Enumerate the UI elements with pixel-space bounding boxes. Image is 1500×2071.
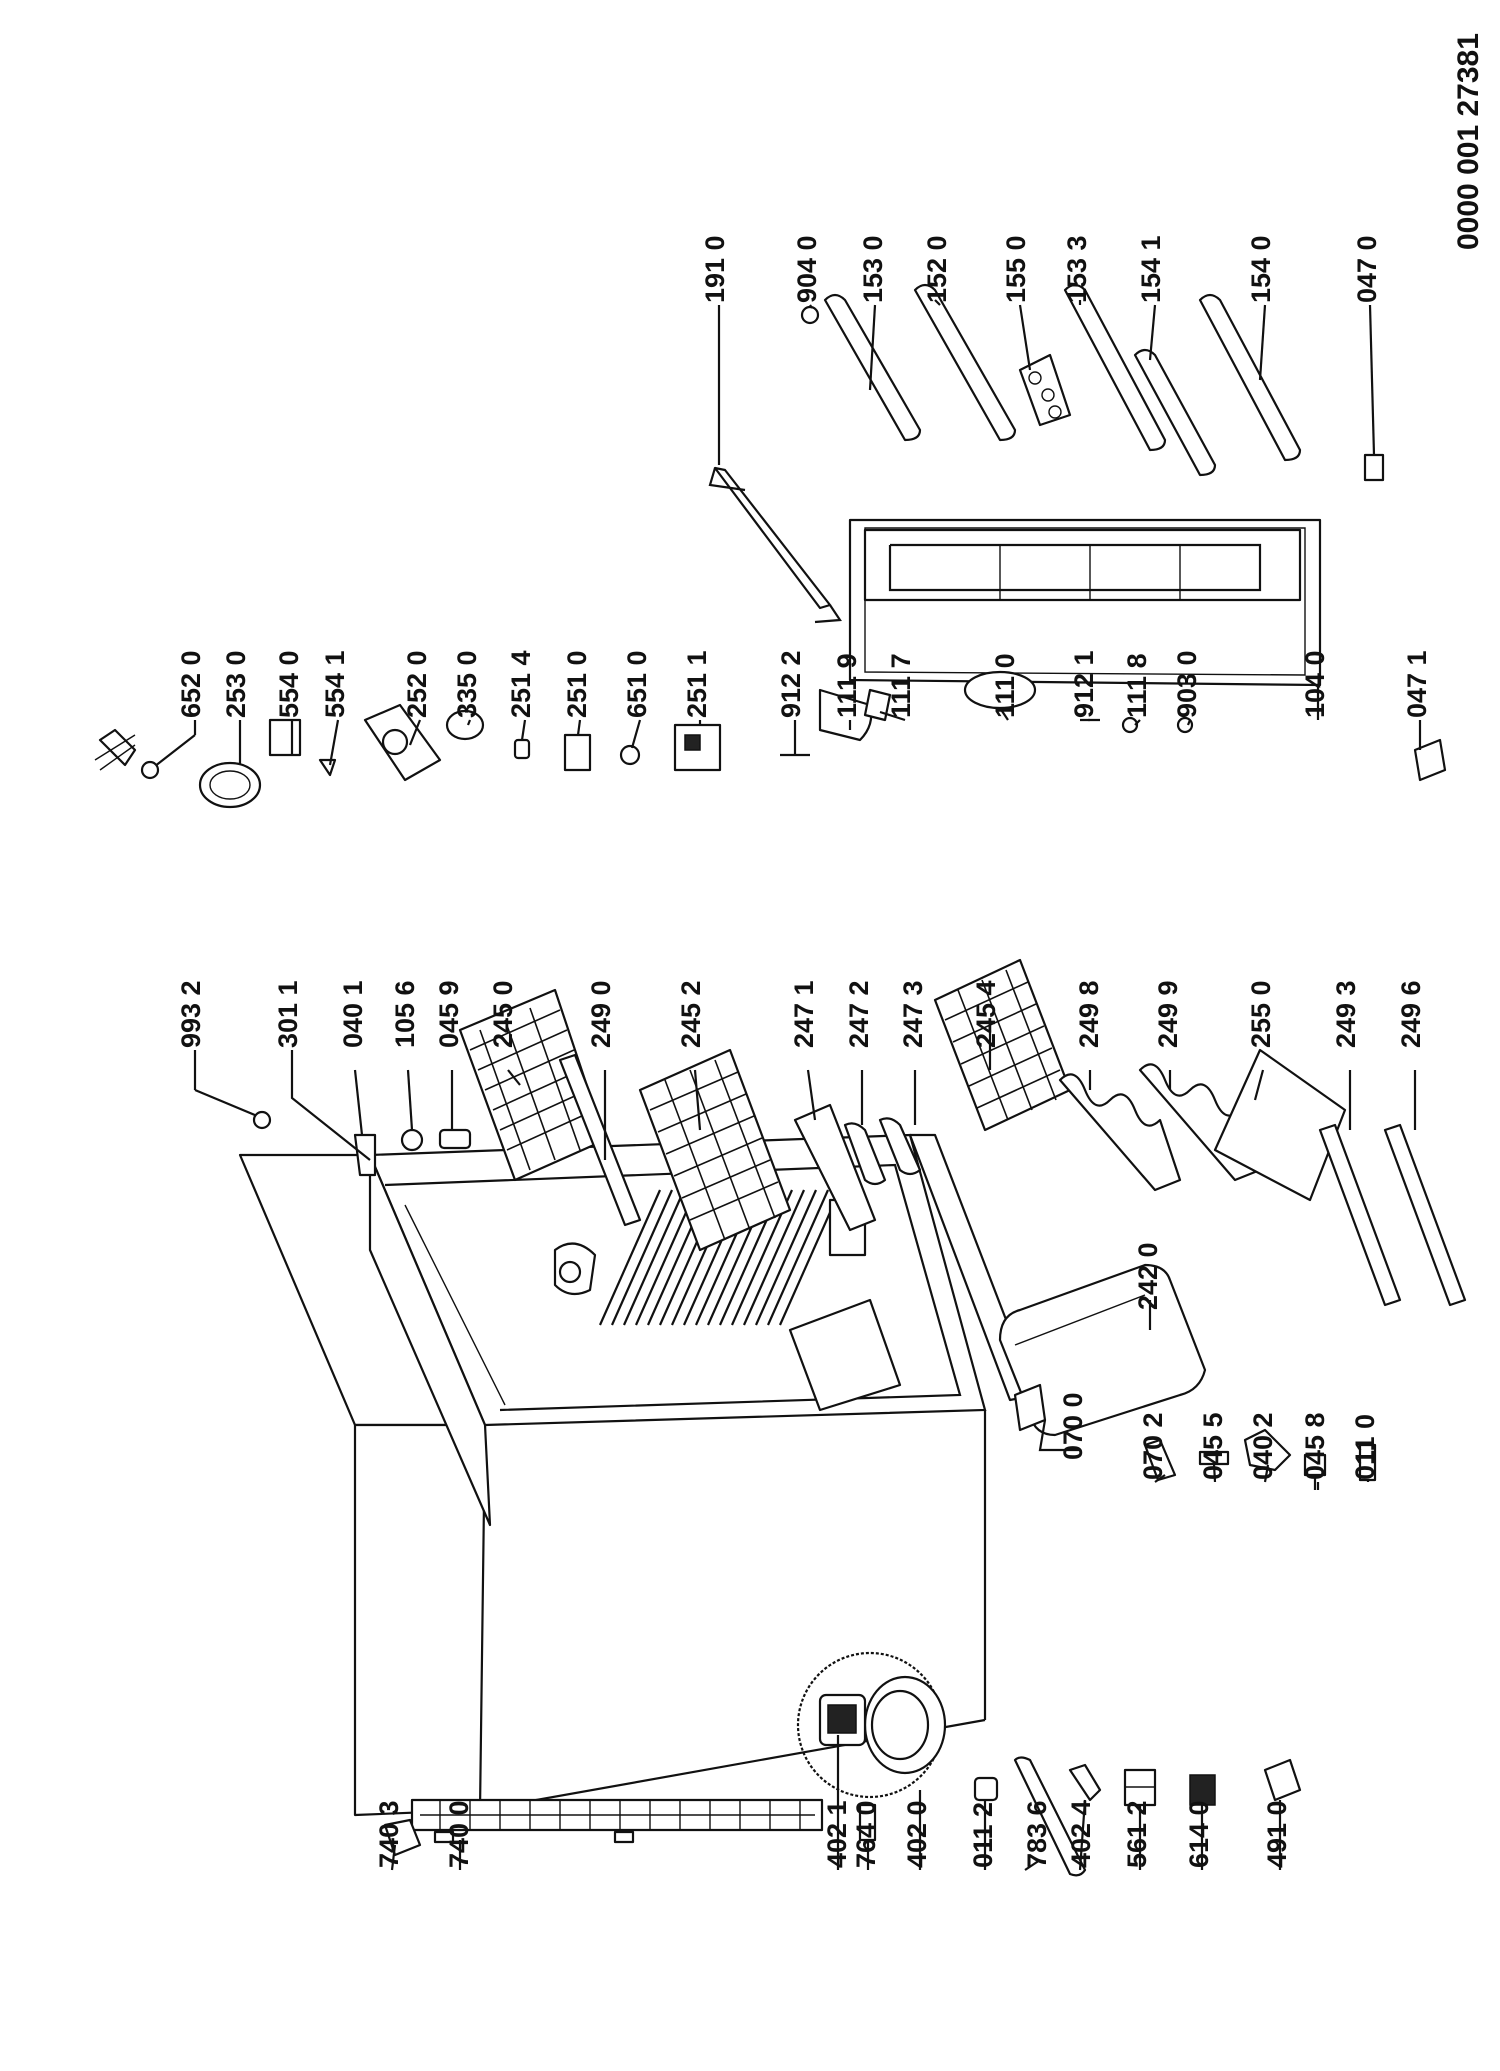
right-leader-lines [193, 299, 1422, 766]
part-number-label: 191 0 [700, 235, 730, 303]
part-number-label: 402 1 [822, 1800, 852, 1868]
part-number-label: 152 0 [922, 235, 952, 303]
part-number-label: 245 2 [676, 980, 706, 1048]
part-number-label: 561 2 [1122, 1800, 1152, 1868]
part-number-label: 249 9 [1153, 980, 1183, 1048]
part-number-label: 154 0 [1246, 235, 1276, 303]
part-number-label: 154 1 [1136, 235, 1166, 303]
part-number-label: 249 0 [586, 980, 616, 1048]
part-number-label: 047 1 [1402, 650, 1432, 718]
compressor [818, 1675, 947, 1775]
part-number-label: 045 5 [1198, 1412, 1228, 1480]
right-small-parts [94, 670, 1447, 809]
door-assembly [708, 283, 1385, 687]
part-number-label: 104 0 [1300, 650, 1330, 718]
glass-plate-255-0 [1213, 1048, 1347, 1202]
part-number-label: 245 4 [971, 980, 1001, 1048]
part-number-label: 249 6 [1396, 980, 1426, 1048]
part-number-label: 251 1 [682, 650, 712, 718]
left-small-parts [194, 958, 1467, 1877]
part-number-label: 247 1 [789, 980, 819, 1048]
part-number-label: 253 0 [221, 650, 251, 718]
part-number-label: 111 7 [886, 653, 916, 718]
part-number-label: 247 2 [844, 980, 874, 1048]
wire-basket-245-0 [458, 988, 607, 1182]
part-number-label: 335 0 [452, 650, 482, 718]
part-number-label: 652 0 [176, 650, 206, 718]
part-number-label: 070 0 [1058, 1392, 1088, 1460]
part-number-label: 651 0 [622, 650, 652, 718]
part-number-label: 249 3 [1331, 980, 1361, 1048]
part-number-label: 153 0 [858, 235, 888, 303]
part-number-label: 111 9 [832, 653, 862, 718]
door-shelf-153-3 [1063, 283, 1167, 452]
part-number-label: 402 0 [902, 1800, 932, 1868]
part-number-label: 783 6 [1022, 1800, 1052, 1868]
part-number-label: 993 2 [176, 980, 206, 1048]
part-number-label: 740 0 [444, 1800, 474, 1868]
part-number-label: 153 3 [1062, 235, 1092, 303]
part-number-label: 111 8 [1122, 653, 1152, 718]
part-number-label: 040 1 [338, 980, 368, 1048]
door-shelf-153-0 [823, 293, 922, 442]
egg-tray-155-0 [1018, 353, 1072, 427]
part-number-label: 402 4 [1066, 1800, 1096, 1868]
part-number-label: 614 0 [1184, 1800, 1214, 1868]
part-number-label: 764 0 [851, 1800, 881, 1868]
part-number-label: 249 8 [1074, 980, 1104, 1048]
part-number-label: 245 0 [488, 980, 518, 1048]
part-number-label: 255 0 [1246, 980, 1276, 1048]
part-number-label: 251 4 [506, 650, 536, 718]
part-number-label: 242 0 [1133, 1242, 1163, 1310]
part-number-label: 047 0 [1352, 235, 1382, 303]
left-leader-lines [193, 1030, 1417, 1871]
part-number-label: 105 6 [390, 980, 420, 1048]
part-number-label: 904 0 [792, 235, 822, 303]
part-number-label: 301 1 [273, 980, 303, 1048]
part-number-label: 011 0 [1350, 1414, 1380, 1480]
part-number-label: 155 0 [1001, 235, 1031, 303]
part-number-label: 040 2 [1248, 1412, 1278, 1480]
part-number-label: 251 0 [562, 650, 592, 718]
part-number-label: 912 2 [776, 650, 806, 718]
part-number-label: 045 9 [434, 980, 464, 1048]
part-number-label: 111 0 [990, 653, 1020, 718]
part-number-label: 252 0 [402, 650, 432, 718]
bottle-retainer-154-1 [1133, 348, 1217, 477]
part-number-label: 070 2 [1138, 1412, 1168, 1480]
part-number-label: 247 3 [898, 980, 928, 1048]
condenser [410, 1798, 824, 1844]
door-shelf-152-0 [913, 283, 1017, 442]
part-number-label: 491 0 [1262, 1800, 1292, 1868]
part-number-label: 554 0 [274, 650, 304, 718]
wire-basket-245-4 [933, 958, 1072, 1132]
part-labels: 993 2 301 1 040 1 105 6 045 9 245 0 249 0 245 2… [176, 235, 1432, 1868]
part-number-label: 011 2 [968, 1802, 998, 1868]
part-number-label: 045 8 [1300, 1412, 1330, 1480]
part-number-label: 903 0 [1172, 650, 1202, 718]
cabinet-assembly [238, 1133, 1037, 1844]
shelf-245-2 [638, 1048, 792, 1252]
part-number-label: 912 1 [1069, 650, 1099, 718]
document-id: 0000 001 27381 [1452, 33, 1485, 250]
door-shelf-154-0 [1198, 293, 1302, 462]
part-number-label: 740 3 [374, 1800, 404, 1868]
part-number-label: 554 1 [320, 650, 350, 718]
